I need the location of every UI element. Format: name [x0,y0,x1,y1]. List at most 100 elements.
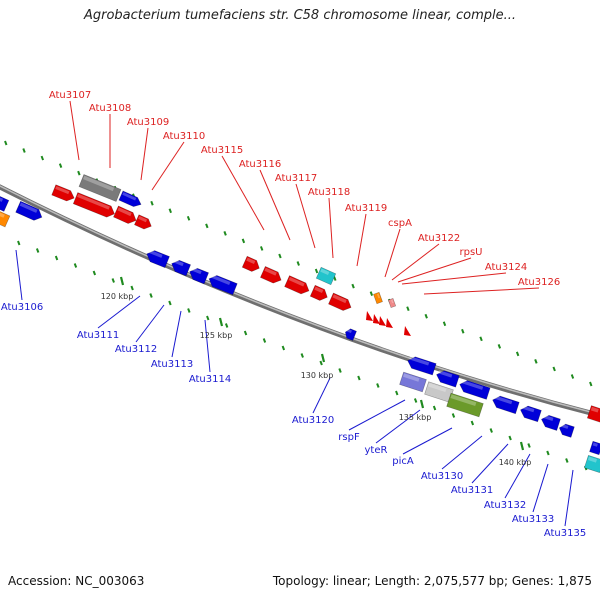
gene-label-bottom[interactable]: Atu3112 [115,344,157,355]
gene-small-red[interactable] [379,316,386,326]
gene-atu3106[interactable] [15,200,45,223]
gene-cspa[interactable] [373,291,383,305]
gene-label-top[interactable]: Atu3109 [127,117,169,128]
leader-line-top [328,197,334,259]
gene-label-top[interactable]: Atu3110 [163,131,205,142]
gene-atu3111[interactable] [145,248,170,269]
gene-label-bottom[interactable]: Atu3130 [421,471,463,482]
gene-label-top[interactable]: cspA [388,218,412,229]
gene-yter[interactable] [399,371,427,393]
upper-track-dot [223,231,227,236]
gene-small-red[interactable] [373,314,380,324]
gene-label-bottom[interactable]: Atu3120 [292,415,334,426]
gene-atu3106-partial[interactable] [0,210,11,228]
gene-label-top[interactable]: Atu3126 [518,277,560,288]
lower-track-dot [432,405,437,411]
lower-track-dot [470,420,475,426]
gene-atu3109-b[interactable] [113,205,139,226]
gene-label-top[interactable]: Atu3122 [418,233,460,244]
gene-label-top[interactable]: Atu3116 [239,159,281,170]
lower-track-dot [300,353,304,358]
leader-line-bottom [171,310,182,358]
lower-track-dot [187,308,191,313]
gene-label-top[interactable]: rpsU [460,247,483,258]
upper-track-dot [570,374,575,379]
upper-track-dot [515,351,520,357]
lower-track-dot [17,240,21,246]
gene-label-top[interactable]: Atu3119 [345,203,387,214]
gene-features [0,174,600,474]
gene-label-bottom[interactable]: Atu3133 [512,514,554,525]
gene-rspf[interactable] [406,355,437,376]
gene-label-bottom[interactable]: Atu3106 [1,302,43,313]
leader-line-top [259,169,291,241]
leader-line-bottom [564,469,574,527]
gene-atu3133[interactable] [519,404,542,423]
gene-ytep[interactable] [435,369,460,388]
gene-atu3113[interactable] [187,266,209,285]
gene-right-blue[interactable] [589,440,600,456]
gene-small-red[interactable] [386,318,393,328]
gene-atu3135[interactable] [558,423,575,438]
gene-atu3131[interactable] [446,392,484,418]
gene-atu3109[interactable] [118,190,143,209]
tick-mark [218,317,224,327]
gene-label-top[interactable]: Atu3108 [89,103,131,114]
lower-track-dot [508,435,512,441]
gene-atu3119[interactable] [328,292,354,313]
gene-small-red[interactable] [404,326,411,336]
gene-label-bottom[interactable]: Atu3113 [151,359,193,370]
gene-atu3134[interactable] [540,414,561,431]
upper-track-dot [479,336,483,342]
upper-track-dot [168,208,172,214]
gene-atu3120[interactable] [343,327,357,341]
gene-atu3114[interactable] [207,273,238,296]
gene-atu3108[interactable] [78,174,122,202]
gene-label-bottom[interactable]: Atu3114 [189,374,231,385]
gene-atu3132[interactable] [491,394,520,415]
gene-label-bottom[interactable]: rspF [338,432,360,443]
gene-atu3117[interactable] [284,275,312,297]
lower-track-dot [243,330,248,336]
lower-track-dot [527,443,531,448]
gene-right-red[interactable] [586,405,600,423]
upper-track-dot [4,140,8,146]
upper-track-dot [260,246,264,251]
gene-label-bottom[interactable]: Atu3132 [484,500,526,511]
leader-line-top [384,228,401,278]
gene-label-bottom[interactable]: Atu3111 [77,330,119,341]
gene-label-top[interactable]: Atu3118 [308,187,350,198]
gene-label-bottom[interactable]: picA [392,456,414,467]
upper-track-dot [314,268,319,274]
gene-label-bottom[interactable]: yteR [365,445,388,456]
gene-pica[interactable] [458,379,491,400]
gene-atu3116[interactable] [260,266,283,285]
upper-track-dot [589,381,593,387]
gene-label-top[interactable]: Atu3107 [49,90,91,101]
gene-label-bottom[interactable]: Atu3131 [451,485,493,496]
gene-atu3115[interactable] [241,255,261,273]
gene-label-bottom[interactable]: Atu3135 [544,528,586,539]
gene-atu3110[interactable] [134,214,153,232]
gene-label-top[interactable]: Atu3117 [275,173,317,184]
gene-atu3118-b[interactable] [309,284,329,302]
gene-left-partial[interactable] [0,194,10,212]
lower-track-dot [281,345,286,351]
upper-track-dot [241,238,246,244]
gene-label-top[interactable]: Atu3124 [485,262,527,273]
gene-atu3118[interactable] [315,266,337,286]
gene-label-top[interactable]: Atu3115 [201,145,243,156]
gene-atu3107[interactable] [51,184,77,203]
gene-atu3108-b[interactable] [72,192,116,220]
lower-track-dot [413,398,418,403]
gene-right-cyan[interactable] [584,454,600,474]
leader-line-top [423,287,540,295]
tick-label: 125 kbp [200,331,233,340]
gene-small-red[interactable] [366,311,373,321]
leader-line-bottom [135,304,165,343]
gene-atu3112[interactable] [169,258,191,277]
tick-mark [320,353,326,363]
gene-atu3122[interactable] [387,298,397,308]
